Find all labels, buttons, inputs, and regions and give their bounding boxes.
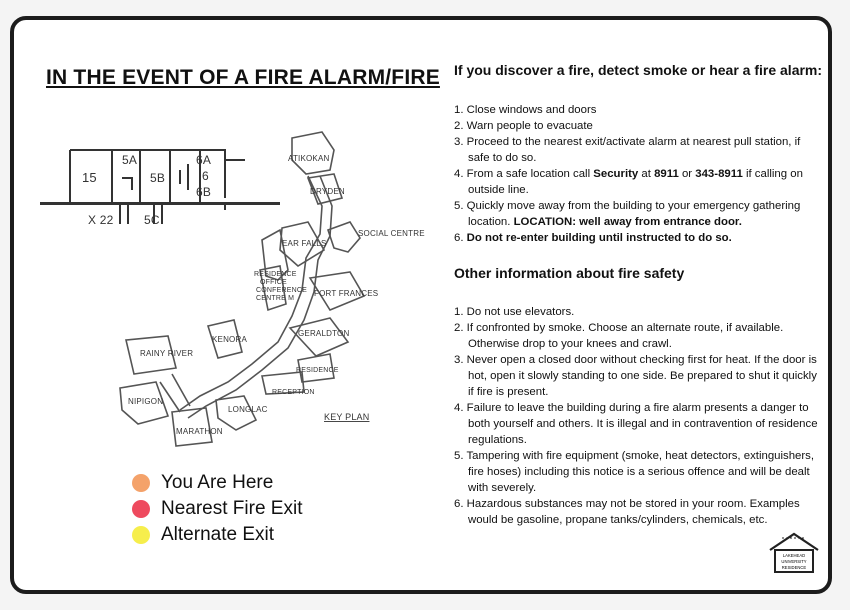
- logo-line-3: RESIDENCE: [782, 565, 807, 570]
- logo-line-1: LAKEHEAD: [783, 553, 805, 558]
- discover-fire-heading: If you discover a fire, detect smoke or …: [454, 62, 823, 78]
- list-item: 3. Proceed to the nearest exit/activate …: [454, 136, 801, 164]
- list-item: 2. If confronted by smoke. Choose an alt…: [454, 322, 784, 350]
- legend-label: Nearest Fire Exit: [161, 498, 303, 519]
- list-item: 4. Failure to leave the building during …: [454, 402, 818, 446]
- label-room-15: 15: [82, 170, 97, 185]
- legend-item-nearest-fire-exit: Nearest Fire Exit: [132, 496, 302, 522]
- label-room-x22: X 22: [88, 213, 114, 227]
- floor-plan: 15 5A 5B 6A 6 6B X 22 5C ATIKOKAN DRYDEN…: [40, 131, 425, 447]
- list-item: 6. Hazardous substances may not be store…: [454, 498, 800, 526]
- discover-fire-steps: 1. Close windows and doors 2. Warn people…: [454, 102, 824, 246]
- building-wings: [119, 131, 366, 447]
- legend-item-alternate-exit: Alternate Exit: [132, 522, 302, 548]
- label-room-5a: 5A: [122, 153, 137, 167]
- label-conference: CONFERENCE: [256, 287, 307, 294]
- list-item: 2. Warn people to evacuate: [454, 120, 593, 132]
- legend-item-you-are-here: You Are Here: [132, 470, 302, 496]
- fire-safety-heading: Other information about fire safety: [454, 265, 685, 281]
- label-rainy-river: RAINY RIVER: [140, 349, 193, 358]
- room-corridor-detail: [40, 149, 280, 224]
- you-are-here-dot-icon: [132, 474, 150, 492]
- page-title: IN THE EVENT OF A FIRE ALARM/FIRE: [46, 66, 440, 89]
- fire-notice-sign: [10, 16, 832, 594]
- list-item: 4. From a safe location call Security at…: [454, 168, 803, 196]
- label-centre-m: CENTRE M: [256, 295, 294, 302]
- label-longlac: LONGLAC: [228, 405, 268, 414]
- label-room-5c: 5C: [144, 213, 160, 227]
- list-item: 1. Close windows and doors: [454, 104, 597, 116]
- label-fort-frances: FORT FRANCES: [314, 289, 378, 298]
- legend: You Are Here Nearest Fire Exit Alternate…: [132, 470, 302, 548]
- label-residence: RESIDENCE: [296, 367, 339, 374]
- legend-label: You Are Here: [161, 472, 274, 493]
- list-item: 1. Do not use elevators.: [454, 306, 575, 318]
- alternate-exit-dot-icon: [132, 526, 150, 544]
- list-item: 3. Never open a closed door without chec…: [454, 354, 817, 398]
- label-room-6: 6: [202, 169, 209, 183]
- label-kenora: KENORA: [212, 335, 247, 344]
- label-key-plan: KEY PLAN: [324, 412, 369, 422]
- list-item: 5. Quickly move away from the building t…: [454, 200, 801, 228]
- label-geraldton: GERALDTON: [298, 329, 349, 338]
- label-room-6a: 6A: [196, 153, 211, 167]
- label-marathon: MARATHON: [176, 427, 223, 436]
- label-social-centre: SOCIAL CENTRE: [358, 229, 425, 238]
- list-item: 5. Tampering with fire equipment (smoke,…: [454, 450, 815, 494]
- label-atikokan: ATIKOKAN: [288, 154, 329, 163]
- label-room-5b: 5B: [150, 171, 165, 185]
- instructions-panel: If you discover a fire, detect smoke or …: [454, 62, 824, 528]
- label-office: OFFICE: [260, 279, 287, 286]
- legend-label: Alternate Exit: [161, 524, 274, 545]
- label-nipigon: NIPIGON: [128, 397, 163, 406]
- residence-logo: LAKEHEAD UNIVERSITY RESIDENCE: [769, 532, 819, 573]
- label-dryden: DRYDEN: [310, 187, 345, 196]
- label-ear-falls: EAR FALLS: [282, 239, 327, 248]
- label-residence-office: RESIDENCE: [254, 271, 297, 278]
- connecting-corridor: [159, 175, 333, 419]
- label-reception: RECEPTION: [272, 389, 315, 396]
- nearest-fire-exit-dot-icon: [132, 500, 150, 518]
- plan-labels: 15 5A 5B 6A 6 6B X 22 5C ATIKOKAN DRYDEN…: [82, 153, 425, 436]
- list-item: 6. Do not re-enter building until instru…: [454, 232, 732, 244]
- label-room-6b: 6B: [196, 185, 211, 199]
- fire-safety-rules: 1. Do not use elevators. 2. If confronted…: [454, 304, 824, 528]
- logo-line-2: UNIVERSITY: [781, 559, 806, 564]
